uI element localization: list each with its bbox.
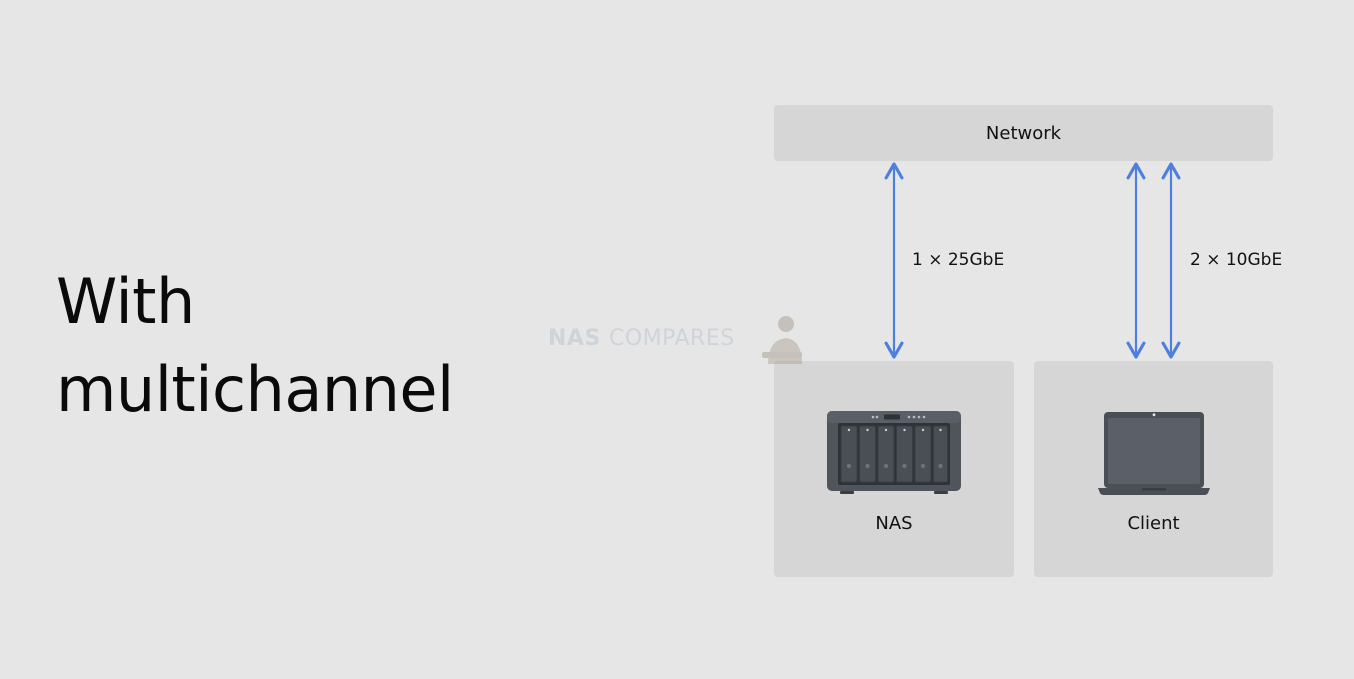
watermark-text: NAS COMPARES (548, 326, 735, 351)
client-link-label: 2 × 10GbE (1190, 250, 1283, 270)
watermark-bold: NAS (548, 326, 601, 351)
nas-box: NAS (774, 361, 1014, 577)
slide-title-line-2: multichannel (56, 353, 454, 426)
nas-label: NAS (875, 513, 913, 534)
watermark-rest: COMPARES (608, 326, 735, 351)
slide-title-line-1: With (56, 265, 195, 338)
client-label: Client (1127, 513, 1180, 534)
slide-title: With multichannel (56, 258, 454, 434)
watermark-figure-icon (760, 312, 806, 371)
network-label: Network (985, 122, 1062, 144)
network-box: Network (774, 105, 1273, 161)
client-box: Client (1034, 361, 1273, 577)
nas-device-icon (774, 409, 1014, 500)
laptop-icon (1034, 409, 1273, 502)
nas-link-label: 1 × 25GbE (912, 250, 1005, 270)
